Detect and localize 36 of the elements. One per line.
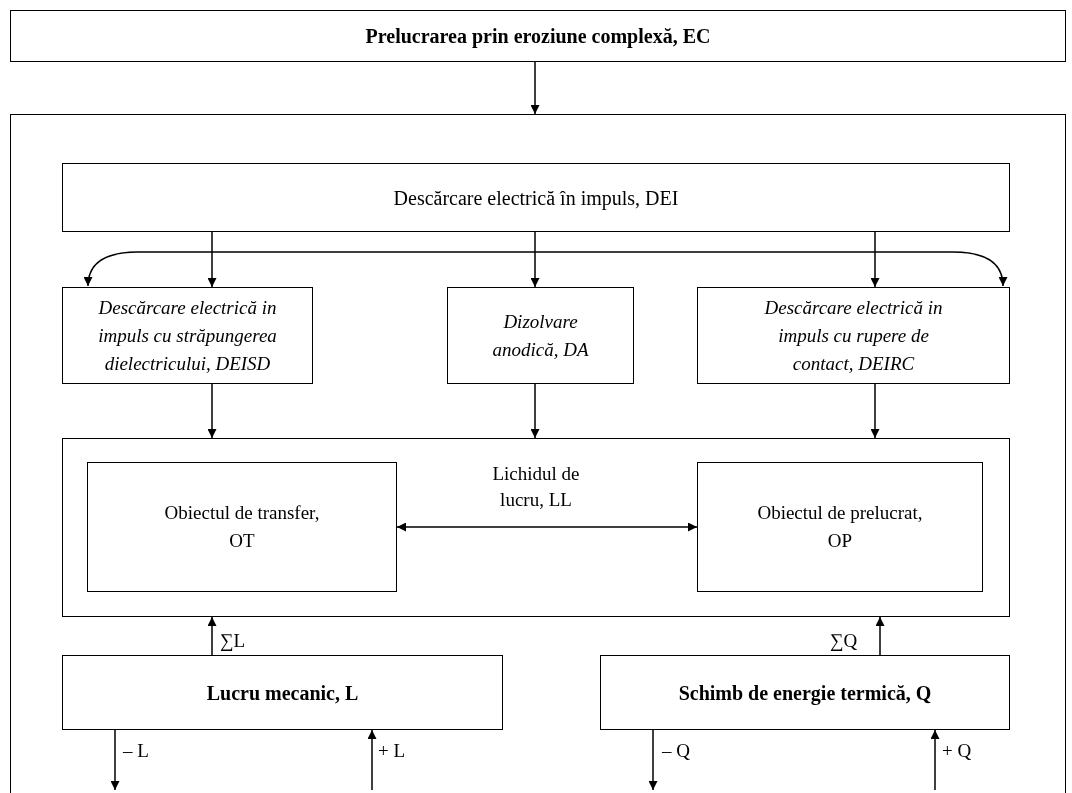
- energy-box: [600, 655, 1010, 730]
- box-text: Descărcare electrică în impuls, DEI: [393, 185, 679, 212]
- process-box: [447, 287, 634, 384]
- arrow: [930, 729, 940, 791]
- process-box: [62, 287, 313, 384]
- arrow: [875, 616, 885, 656]
- arrow: [870, 383, 880, 439]
- arrow: [530, 61, 540, 115]
- arrow: [396, 522, 698, 532]
- object-box: [697, 462, 983, 592]
- title-box: [10, 10, 1066, 62]
- arrow: [207, 231, 217, 288]
- arrow: [207, 383, 217, 439]
- box-text: Prelucrarea prin eroziune complexă, EC: [365, 24, 711, 50]
- box-text: Dizolvare anodică, DA: [491, 309, 590, 362]
- box-text: Lucru mecanic, L: [206, 680, 359, 706]
- arrow: [648, 729, 658, 791]
- box-text: Obiectul de prelucrat, OP: [756, 501, 924, 553]
- box-text: Obiectul de transfer, OT: [163, 501, 321, 553]
- box-text: Descărcare electrică in impuls cu străpungerea dielectricului, DEISD: [97, 295, 278, 376]
- box-text: Schimb de energie termică, Q: [678, 680, 932, 707]
- arrow: [870, 231, 880, 288]
- medium-box: [62, 438, 1010, 617]
- process-box: [62, 163, 1010, 232]
- arrow: [110, 729, 120, 791]
- arrow: [367, 729, 377, 791]
- arrow: [207, 616, 217, 656]
- arrow: [530, 231, 540, 288]
- arrow: [84, 251, 1007, 287]
- box-text: Descărcare electrică in impuls cu rupere de contact, DEIRC: [763, 295, 944, 376]
- process-box: [697, 287, 1010, 384]
- frame-box: [10, 114, 1066, 793]
- box-text: Lichidul de lucru, LL: [491, 462, 581, 512]
- object-box: [87, 462, 397, 592]
- energy-box: [62, 655, 503, 730]
- arrow: [530, 383, 540, 439]
